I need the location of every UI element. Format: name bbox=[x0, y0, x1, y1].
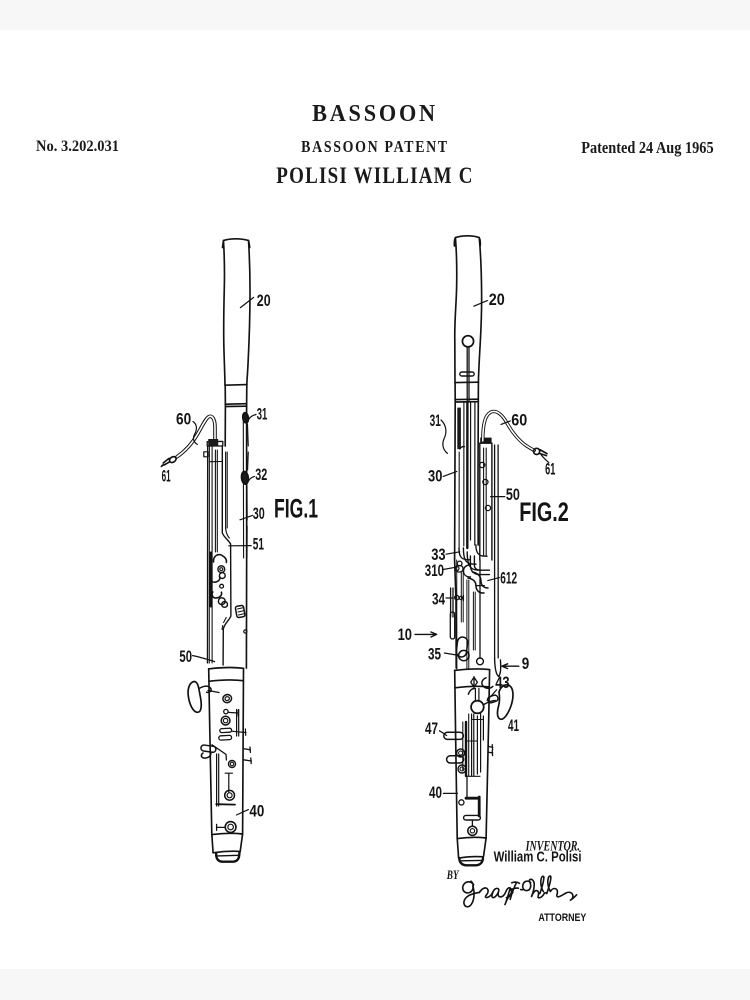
svg-text:61: 61 bbox=[162, 466, 171, 485]
svg-text:41: 41 bbox=[508, 715, 519, 735]
svg-text:43: 43 bbox=[495, 673, 509, 692]
svg-text:50: 50 bbox=[506, 485, 520, 504]
svg-text:20: 20 bbox=[257, 292, 271, 310]
svg-text:612: 612 bbox=[500, 568, 517, 587]
svg-text:40: 40 bbox=[429, 784, 442, 803]
svg-text:61: 61 bbox=[545, 460, 555, 479]
svg-text:34: 34 bbox=[432, 591, 446, 610]
svg-text:40: 40 bbox=[249, 802, 264, 821]
svg-text:20: 20 bbox=[489, 291, 505, 309]
svg-text:51: 51 bbox=[253, 534, 264, 553]
svg-text:ATTORNEY: ATTORNEY bbox=[538, 912, 586, 924]
svg-text:BY: BY bbox=[446, 869, 460, 883]
svg-text:William C. Polisi: William C. Polisi bbox=[494, 848, 582, 865]
svg-text:310: 310 bbox=[425, 562, 444, 581]
svg-text:FIG.2: FIG.2 bbox=[519, 498, 569, 528]
svg-text:9: 9 bbox=[522, 654, 529, 673]
svg-text:60: 60 bbox=[511, 412, 527, 430]
svg-text:INVENTOR.: INVENTOR. bbox=[525, 837, 580, 853]
svg-text:47: 47 bbox=[425, 720, 438, 739]
svg-text:FIG.1: FIG.1 bbox=[274, 493, 318, 524]
svg-text:10: 10 bbox=[398, 625, 412, 644]
svg-text:31: 31 bbox=[430, 410, 441, 429]
svg-text:30: 30 bbox=[253, 505, 265, 524]
svg-text:32: 32 bbox=[255, 466, 267, 485]
svg-text:35: 35 bbox=[428, 646, 441, 665]
svg-text:30: 30 bbox=[428, 467, 442, 486]
svg-text:33: 33 bbox=[431, 545, 445, 564]
svg-text:50: 50 bbox=[179, 648, 192, 667]
svg-text:31: 31 bbox=[257, 405, 268, 424]
svg-text:60: 60 bbox=[176, 410, 191, 429]
